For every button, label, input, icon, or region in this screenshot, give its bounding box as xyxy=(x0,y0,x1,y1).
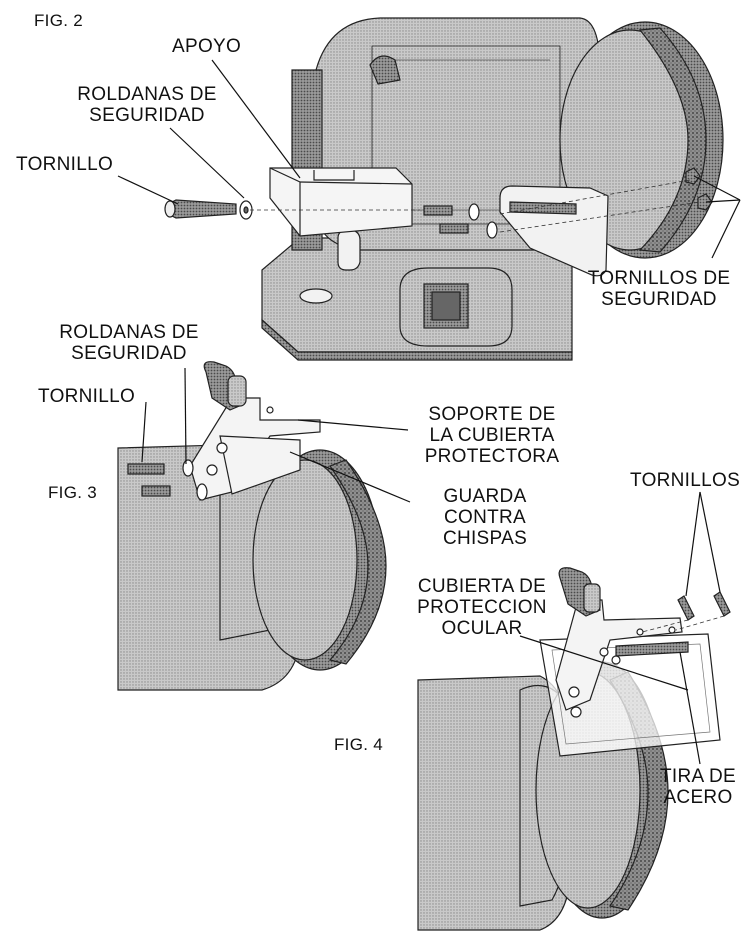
steel-strip xyxy=(615,641,689,657)
label-cubierta-line2: PROTECCION xyxy=(417,597,547,618)
label-tornillos-fig4: TORNILLOS xyxy=(630,470,741,491)
leader-tira xyxy=(679,651,701,765)
label-roldanas-fig3-line2: SEGURIDAD xyxy=(71,343,187,364)
label-tira-line1: TIRA DE xyxy=(659,766,736,787)
label-soporte-line2: LA CUBIERTA xyxy=(429,425,555,446)
leader-roldanas-fig2 xyxy=(169,127,245,199)
fig3-label: FIG. 3 xyxy=(48,483,98,502)
label-tornillo-fig2: TORNILLO xyxy=(16,154,114,175)
label-tira: TIRA DE ACERO xyxy=(652,766,744,808)
leader-soporte xyxy=(297,419,409,431)
fig4-label: FIG. 4 xyxy=(334,735,384,754)
fig2-label: FIG. 2 xyxy=(34,11,84,30)
nut-fig2-b xyxy=(697,193,713,211)
fig4-illustration xyxy=(417,567,731,931)
label-roldanas-fig2-line1: ROLDANAS DE xyxy=(77,84,217,105)
washer-fig3 xyxy=(182,459,194,477)
screw-fig3-b xyxy=(141,485,171,497)
label-soporte: SOPORTE DE LA CUBIERTA PROTECTORA xyxy=(404,404,580,467)
label-tornillos-seguridad: TORNILLOS DE SEGURIDAD xyxy=(574,268,744,310)
label-tornillo-fig3: TORNILLO xyxy=(38,386,136,407)
label-roldanas-fig3: ROLDANAS DE SEGURIDAD xyxy=(34,322,224,364)
label-cubierta-line3: OCULAR xyxy=(441,618,523,639)
label-cubierta-line1: CUBIERTA DE xyxy=(417,576,547,597)
label-guarda-line3: CHISPAS xyxy=(442,528,528,549)
label-roldanas-fig2-line2: SEGURIDAD xyxy=(89,105,205,126)
leader-tornillo-fig2 xyxy=(117,175,179,205)
screw-fig4-b xyxy=(713,591,731,617)
eye-shield-bracket-fig4 xyxy=(555,599,683,711)
label-guarda-line1: GUARDA xyxy=(443,486,527,507)
spark-guard xyxy=(219,435,301,495)
label-tornillos-seguridad-line2: SEGURIDAD xyxy=(601,289,717,310)
leader-apoyo xyxy=(211,59,301,179)
leader-tornillos-fig4-b xyxy=(699,491,721,593)
leader-tornillos-seg-a xyxy=(693,175,741,201)
leader-tornillos-fig4-a xyxy=(685,491,701,597)
label-tornillos-seguridad-line1: TORNILLOS DE xyxy=(587,268,731,289)
leader-roldanas-fig3 xyxy=(184,367,187,465)
leader-tornillos-seg-b xyxy=(705,199,741,203)
leader-lines xyxy=(117,59,741,765)
label-roldanas-fig3-line1: ROLDANAS DE xyxy=(59,322,199,343)
screw-fig2 xyxy=(167,199,237,219)
label-apoyo: APOYO xyxy=(172,36,242,57)
leader-tornillos-seg-c xyxy=(711,199,741,259)
label-guarda: GUARDA CONTRA CHISPAS xyxy=(420,486,550,549)
tool-rest xyxy=(269,167,413,237)
label-tira-line2: ACERO xyxy=(663,787,733,808)
fig3-illustration xyxy=(117,361,387,691)
fig2-grinder-illustration xyxy=(164,17,724,361)
label-soporte-line3: PROTECTORA xyxy=(424,446,560,467)
label-roldanas-fig2: ROLDANAS DE SEGURIDAD xyxy=(52,84,242,126)
leader-guarda xyxy=(289,451,411,503)
label-guarda-line2: CONTRA xyxy=(443,507,527,528)
screw-fig3-a xyxy=(127,463,165,475)
leader-tornillo-fig3 xyxy=(141,401,147,463)
screw-fig4-a xyxy=(677,595,695,621)
label-cubierta: CUBIERTA DE PROTECCION OCULAR xyxy=(392,576,572,639)
leader-cubierta xyxy=(519,635,689,691)
label-soporte-line1: SOPORTE DE xyxy=(428,404,556,425)
